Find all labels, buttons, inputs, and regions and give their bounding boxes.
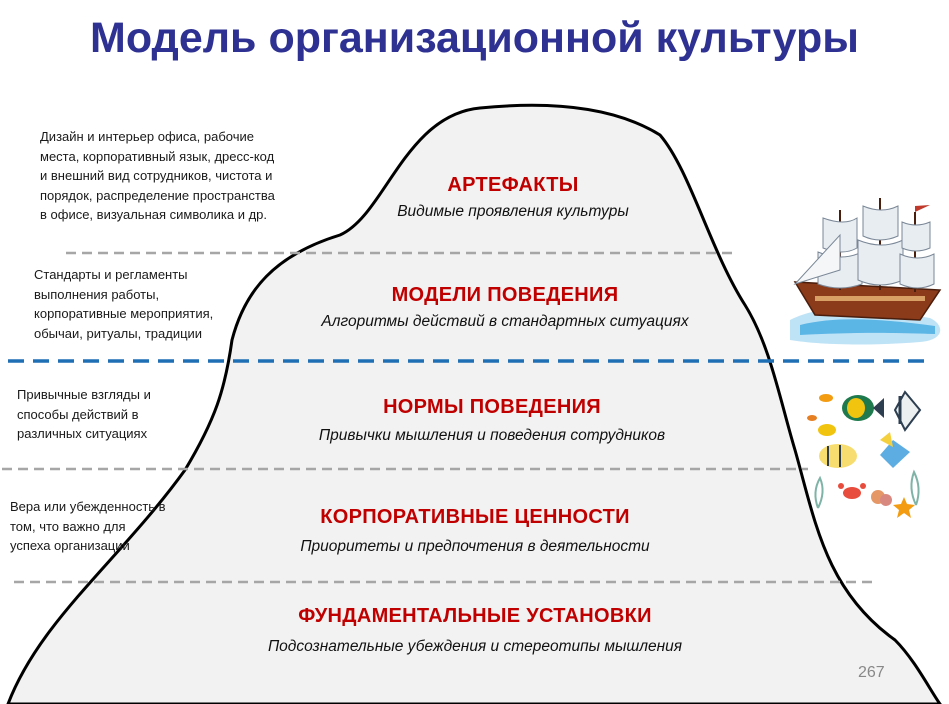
iceberg-shape (6, 103, 942, 704)
layer-heading-artifacts: АРТЕФАКТЫ (447, 174, 579, 196)
seaweed-icon (814, 469, 920, 509)
layer-heading-fundamental-assumptions: ФУНДАМЕНТАЛЬНЫЕ УСТАНОВКИ (298, 605, 652, 627)
layer-heading-behavior-norms: НОРМЫ ПОВЕДЕНИЯ (383, 396, 601, 418)
layer-heading-corporate-values: КОРПОРАТИВНЫЕ ЦЕННОСТИ (320, 506, 630, 528)
page-number: 267 (858, 664, 885, 681)
slide-title: Модель организационной культуры (90, 14, 859, 62)
sailing-ship-icon (790, 198, 942, 345)
layer-subtitle-artifacts: Видимые проявления культуры (397, 203, 629, 220)
starfish-icon (893, 497, 915, 518)
tropical-fish-icon (807, 390, 922, 468)
layer-heading-behavior-models: МОДЕЛИ ПОВЕДЕНИЯ (391, 284, 619, 306)
coral-icon (871, 490, 892, 506)
layer-subtitle-fundamental-assumptions: Подсознательные убеждения и стереотипы м… (267, 638, 683, 655)
layer-subtitle-behavior-models: Алгоритмы действий в стандартных ситуаци… (321, 313, 689, 330)
layer-subtitle-behavior-norms: Привычки мышления и поведения сотруднико… (318, 427, 666, 444)
crab-icon (838, 483, 866, 499)
layer-subtitle-corporate-values: Приоритеты и предпочтения в деятельности (300, 538, 650, 555)
